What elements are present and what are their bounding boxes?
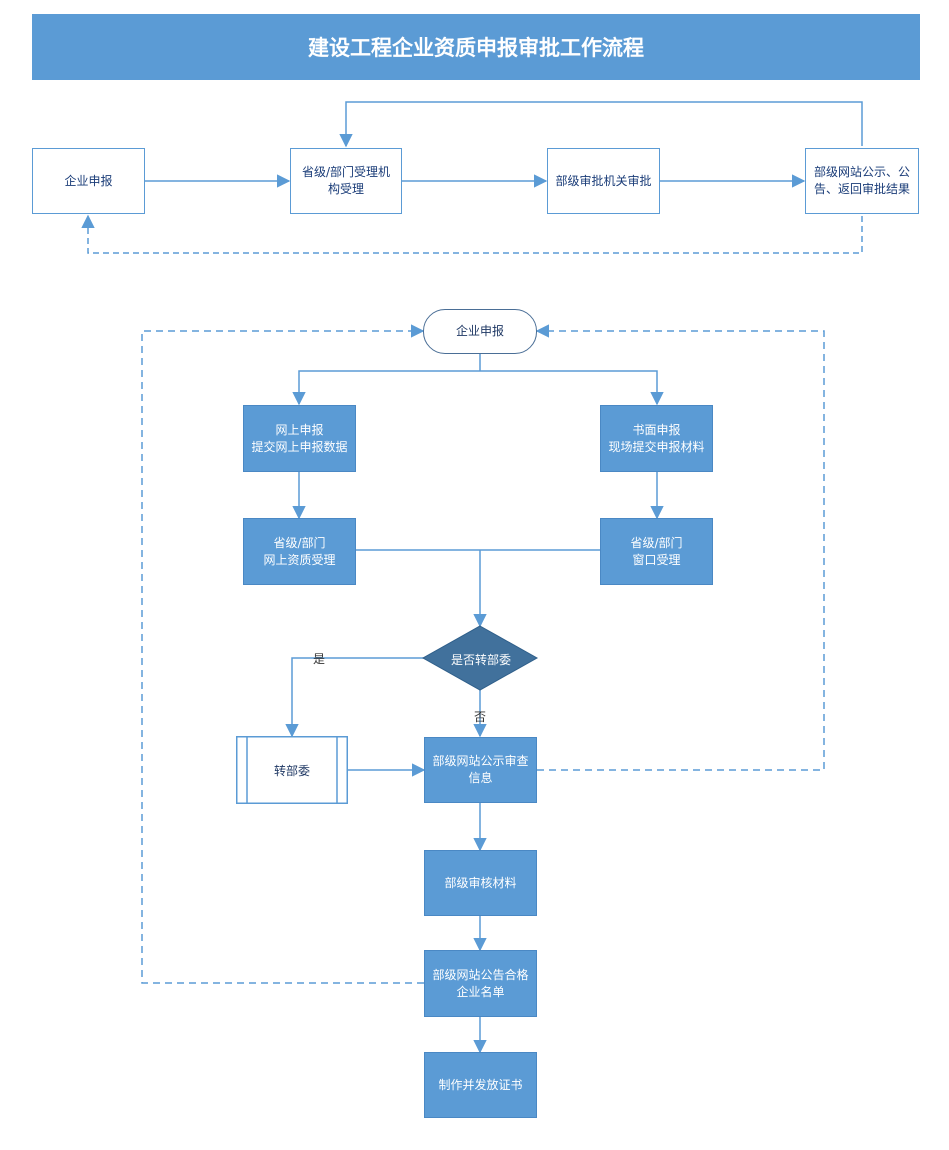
dashed-return-to-declare bbox=[81, 214, 863, 254]
page-title: 建设工程企业资质申报审批工作流程 bbox=[32, 14, 920, 80]
top-ministry-approve: 部级审批机关审批 bbox=[547, 148, 660, 214]
issue-certificate: 制作并发放证书 bbox=[424, 1052, 537, 1118]
subprocess-shape bbox=[236, 736, 348, 804]
yes-label: 是 bbox=[313, 652, 326, 666]
publish-review-info: 部级网站公示审查 信息 bbox=[424, 737, 537, 803]
arrow-to-paper-declare bbox=[480, 370, 664, 406]
decision-diamond bbox=[421, 625, 539, 691]
publish-qualified-list: 部级网站公告合格 企业名单 bbox=[424, 950, 537, 1017]
transfer-subprocess: 转部委 bbox=[236, 736, 348, 804]
dashed-qualified-to-start bbox=[141, 324, 425, 984]
arrow-to-online-declare bbox=[292, 370, 480, 406]
top-provincial-accept: 省级/部门受理机 构受理 bbox=[290, 148, 402, 214]
paper-declare: 书面申报 现场提交申报材料 bbox=[600, 405, 713, 472]
window-accept: 省级/部门 窗口受理 bbox=[600, 518, 713, 585]
transfer-label: 转部委 bbox=[273, 763, 310, 778]
arrow-decision-yes bbox=[285, 657, 426, 738]
top-enterprise-declare: 企业申报 bbox=[32, 148, 145, 214]
online-qualification-accept: 省级/部门 网上资质受理 bbox=[243, 518, 356, 585]
decision-label: 是否转部委 bbox=[450, 652, 511, 667]
ministry-review-materials: 部级审核材料 bbox=[424, 850, 537, 916]
online-declare: 网上申报 提交网上申报数据 bbox=[243, 405, 356, 472]
start-enterprise-declare: 企业申报 bbox=[423, 309, 537, 354]
dashed-review-to-start bbox=[535, 324, 825, 771]
arrow-publish-back-to-accept bbox=[339, 101, 863, 148]
no-label: 否 bbox=[474, 710, 487, 724]
top-publish-results: 部级网站公示、公 告、返回审批结果 bbox=[805, 148, 919, 214]
